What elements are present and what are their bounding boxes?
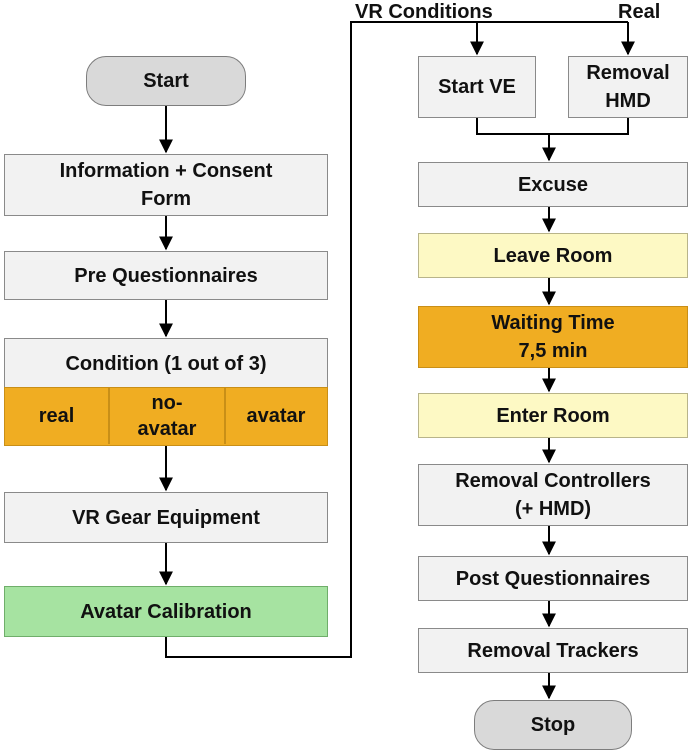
leave-room-step: Leave Room xyxy=(418,233,688,278)
removal-trackers-step: Removal Trackers xyxy=(418,628,688,673)
condition-divider-1 xyxy=(108,388,110,444)
condition-option-real: real xyxy=(5,388,108,444)
start-ve-step: Start VE xyxy=(418,56,536,118)
merge-line xyxy=(476,118,629,135)
condition-option-no-avatar: no- avatar xyxy=(110,388,224,444)
information-consent-step: Information + Consent Form xyxy=(4,154,328,216)
stop-terminal: Stop xyxy=(474,700,632,750)
branch-label-real: Real xyxy=(618,1,661,23)
start-terminal: Start xyxy=(86,56,246,106)
waiting-time-step: Waiting Time 7,5 min xyxy=(418,306,688,368)
condition-header: Condition (1 out of 3) xyxy=(4,338,328,388)
branch-label-vr-conditions: VR Conditions xyxy=(355,1,493,23)
removal-hmd-step: Removal HMD xyxy=(568,56,688,118)
vr-gear-equipment-step: VR Gear Equipment xyxy=(4,492,328,543)
post-questionnaires-step: Post Questionnaires xyxy=(418,556,688,601)
excuse-step: Excuse xyxy=(418,162,688,207)
condition-option-avatar: avatar xyxy=(226,388,326,444)
removal-controllers-step: Removal Controllers (+ HMD) xyxy=(418,464,688,526)
avatar-calibration-step: Avatar Calibration xyxy=(4,586,328,637)
enter-room-step: Enter Room xyxy=(418,393,688,438)
condition-options-row: real no- avatar avatar xyxy=(4,387,328,446)
connector-left-to-right xyxy=(165,21,628,658)
pre-questionnaires-step: Pre Questionnaires xyxy=(4,251,328,300)
condition-divider-2 xyxy=(224,388,226,444)
